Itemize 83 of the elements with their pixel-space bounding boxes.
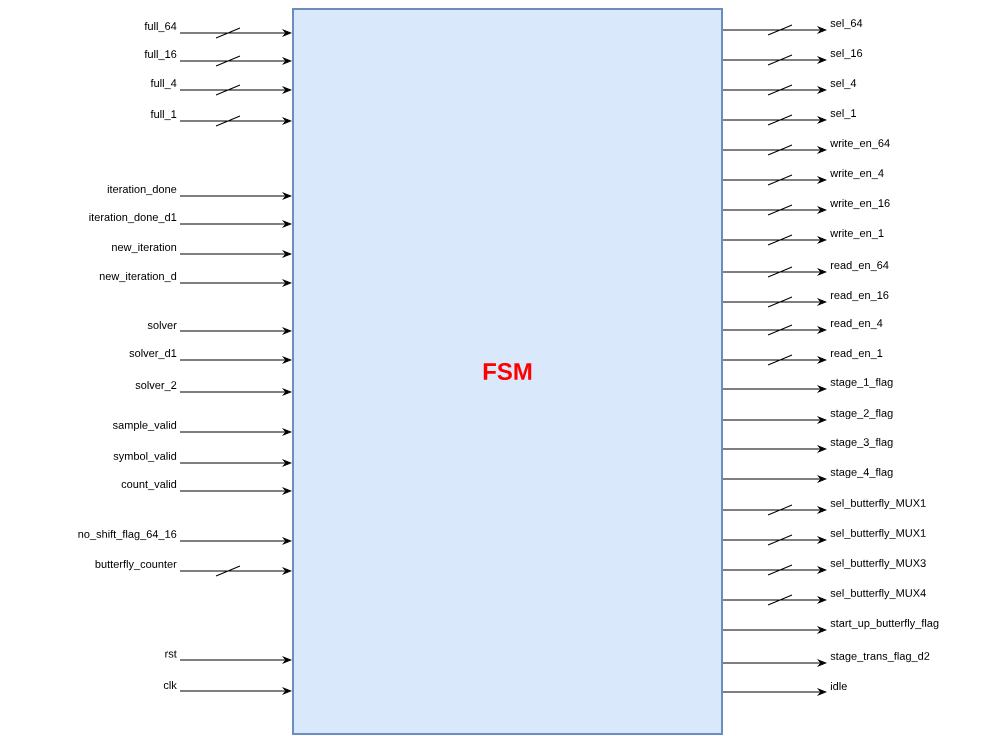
arrow: [179, 327, 292, 335]
arrow: [722, 114, 827, 126]
signal-label: solver_d1: [129, 348, 177, 360]
arrow: [722, 144, 827, 156]
arrow: [722, 234, 827, 246]
signal-label: no_shift_flag_64_16: [78, 529, 177, 541]
arrow: [722, 445, 827, 453]
arrow: [179, 220, 292, 228]
signal-label: sample_valid: [112, 420, 177, 432]
signal-label: butterfly_counter: [95, 559, 177, 571]
signal-label: stage_1_flag: [830, 377, 893, 389]
arrow: [722, 659, 827, 667]
fsm-block: FSM: [292, 8, 723, 735]
arrow: [722, 354, 827, 366]
arrow: [179, 428, 292, 436]
arrow: [179, 250, 292, 258]
signal-label: iteration_done: [107, 184, 177, 196]
signal-label: write_en_64: [830, 138, 890, 150]
signal-label: full_64: [144, 21, 177, 33]
signal-label: clk: [163, 680, 177, 690]
arrow: [179, 487, 292, 495]
signal-label: sel_butterfly_MUX1: [830, 498, 926, 510]
arrow: [179, 279, 292, 287]
arrow: [722, 504, 827, 516]
signal-label: sel_butterfly_MUX4: [830, 588, 926, 600]
arrow: [179, 565, 292, 577]
signal-label: sel_64: [830, 18, 863, 30]
arrow: [179, 687, 292, 695]
arrow: [722, 24, 827, 36]
signal-label: read_en_64: [830, 260, 889, 272]
arrow: [179, 388, 292, 396]
signal-label: sel_4: [830, 78, 857, 90]
arrow: [722, 84, 827, 96]
arrow: [722, 564, 827, 576]
signal-label: read_en_4: [830, 318, 883, 330]
signal-label: solver_2: [135, 380, 177, 392]
arrow: [179, 537, 292, 545]
signal-label: full_1: [150, 109, 177, 121]
signal-label: write_en_16: [830, 198, 890, 210]
signal-label: full_4: [150, 78, 177, 90]
arrow: [179, 192, 292, 200]
signal-label: sel_butterfly_MUX3: [830, 558, 926, 570]
signal-label: read_en_1: [830, 348, 883, 360]
signal-label: solver: [147, 320, 177, 330]
arrow: [722, 626, 827, 634]
arrow: [179, 356, 292, 364]
arrow: [179, 55, 292, 67]
signal-label: new_iteration: [112, 242, 177, 254]
arrow: [722, 416, 827, 424]
arrow: [722, 324, 827, 336]
arrow: [722, 688, 827, 696]
signal-label: new_iteration_d: [99, 271, 177, 283]
arrow: [722, 296, 827, 308]
arrow: [722, 174, 827, 186]
signal-label: count_valid: [121, 479, 177, 491]
signal-label: read_en_16: [830, 290, 889, 302]
signal-label: start_up_butterfly_flag: [830, 618, 939, 630]
signal-label: stage_3_flag: [830, 437, 893, 449]
arrow: [722, 385, 827, 393]
signal-label: sel_1: [830, 108, 856, 120]
signal-label: stage_trans_flag_d2: [830, 651, 930, 663]
signal-label: sel_butterfly_MUX1: [830, 528, 926, 540]
signal-label: sel_16: [830, 48, 863, 60]
signal-label: write_en_4: [830, 168, 884, 180]
arrow: [179, 459, 292, 467]
arrow: [722, 534, 827, 546]
arrow: [179, 115, 292, 127]
arrow: [722, 204, 827, 216]
arrow: [179, 656, 292, 664]
signal-label: write_en_1: [830, 228, 884, 240]
arrow: [722, 54, 827, 66]
signal-label: symbol_valid: [113, 451, 177, 463]
signal-label: stage_4_flag: [830, 467, 893, 479]
signal-label: idle: [830, 681, 847, 691]
arrow: [179, 84, 292, 96]
arrow: [722, 266, 827, 278]
arrow: [722, 594, 827, 606]
signal-label: full_16: [144, 49, 177, 61]
signal-label: stage_2_flag: [830, 408, 893, 420]
signal-label: iteration_done_d1: [89, 212, 177, 224]
signal-label: rst: [165, 650, 177, 658]
arrow: [722, 475, 827, 483]
arrow: [179, 27, 292, 39]
